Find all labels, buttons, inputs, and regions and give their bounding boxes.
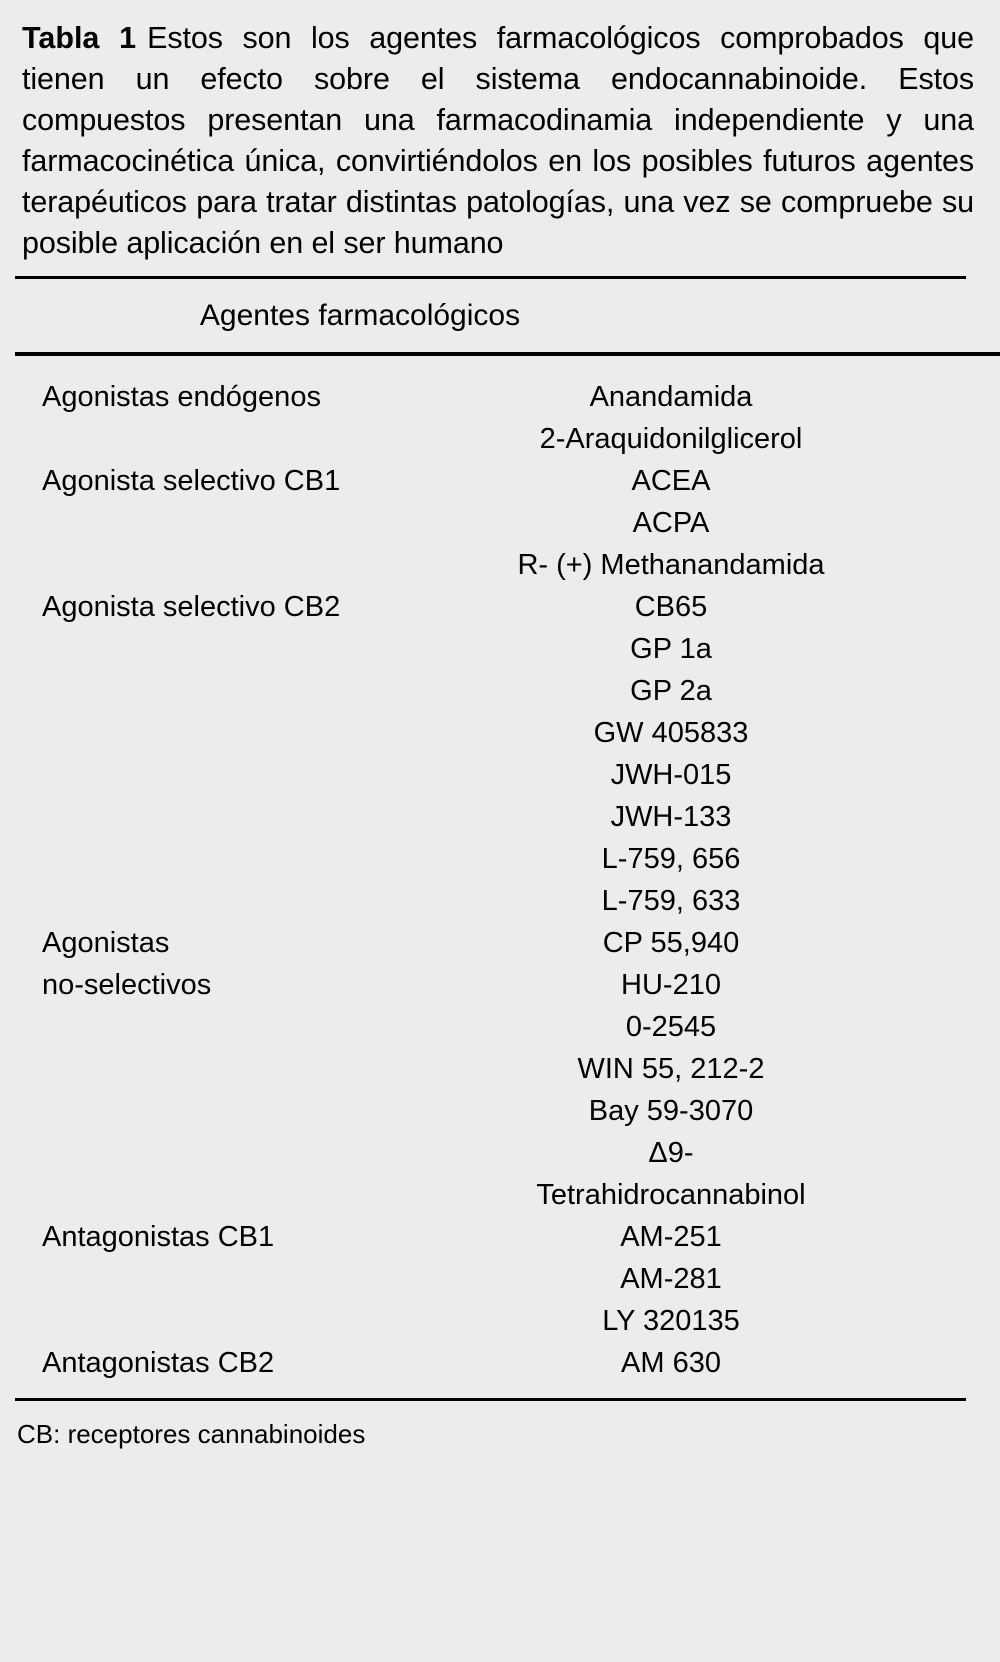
row-label: Agonista selectivo CB1 [42,465,341,497]
value-item: CP 55,940 [602,927,740,959]
table-row: Agonistas endógenos Anandamida 2-Araquid… [0,376,1000,460]
header-divider-rule [15,352,1000,356]
value-item: GP 2a [630,675,712,707]
table-row: Antagonistas CB1 AM-251 AM-281 LY 320135 [0,1216,1000,1342]
row-label: Agonistas no-selectivos [42,927,212,1001]
value-item: JWH-133 [610,801,732,833]
value-item: L-759, 656 [601,843,741,875]
table-caption-label: Tabla 1 [22,21,137,55]
table-row: Agonistas no-selectivos CP 55,940 HU-210… [0,922,1000,1216]
footer-divider-rule [15,1398,966,1401]
table-row: Agonista selectivo CB1 ACEA ACPA R- (+) … [0,460,1000,586]
value-item: Bay 59-3070 [588,1095,754,1127]
value-item: CB65 [634,591,708,623]
value-item: R- (+) Methanandamida [517,549,825,581]
row-label: Antagonistas CB1 [42,1221,275,1253]
value-item: WIN 55, 212-2 [577,1053,765,1085]
value-item: Δ9- [648,1137,694,1169]
row-values: AM 630 [430,1342,1000,1384]
row-values: Anandamida 2-Araquidonilglicerol [430,376,1000,460]
value-item: GP 1a [630,633,712,665]
row-values: ACEA ACPA R- (+) Methanandamida [430,460,1000,586]
value-item: Anandamida [589,381,753,413]
value-item: AM-281 [620,1263,722,1295]
row-label: Agonista selectivo CB2 [42,591,341,623]
value-item: HU-210 [621,969,721,1001]
row-values: AM-251 AM-281 LY 320135 [430,1216,1000,1342]
value-item: LY 320135 [602,1305,740,1337]
row-label: Antagonistas CB2 [42,1347,275,1379]
caption-divider-rule [15,276,966,279]
column-header-agentes: Agentes farmacológicos [199,299,521,332]
value-item: 2-Araquidonilglicerol [539,423,803,455]
value-item: AM 630 [621,1347,721,1379]
value-item: L-759, 633 [601,885,741,917]
value-item: ACPA [632,507,710,539]
table-footnote: CB: receptores cannabinoides [17,1419,366,1449]
table-body: Agonistas endógenos Anandamida 2-Araquid… [0,356,1000,1398]
value-item: ACEA [631,465,711,497]
value-item: GW 405833 [593,717,749,749]
value-item: JWH-015 [610,759,732,791]
table-row: Antagonistas CB2 AM 630 [0,1342,1000,1384]
row-label: Agonistas endógenos [42,381,321,413]
table-caption-text: Estos son los agentes farmacológicos com… [22,21,974,260]
value-item: 0-2545 [625,1011,717,1043]
row-values: CP 55,940 HU-210 0-2545 WIN 55, 212-2 Ba… [430,922,1000,1216]
value-item: AM-251 [620,1221,722,1253]
row-values: CB65 GP 1a GP 2a GW 405833 JWH-015 JWH-1… [430,586,1000,922]
table-row: Agonista selectivo CB2 CB65 GP 1a GP 2a … [0,586,1000,922]
value-item: Tetrahidrocannabinol [536,1179,806,1211]
